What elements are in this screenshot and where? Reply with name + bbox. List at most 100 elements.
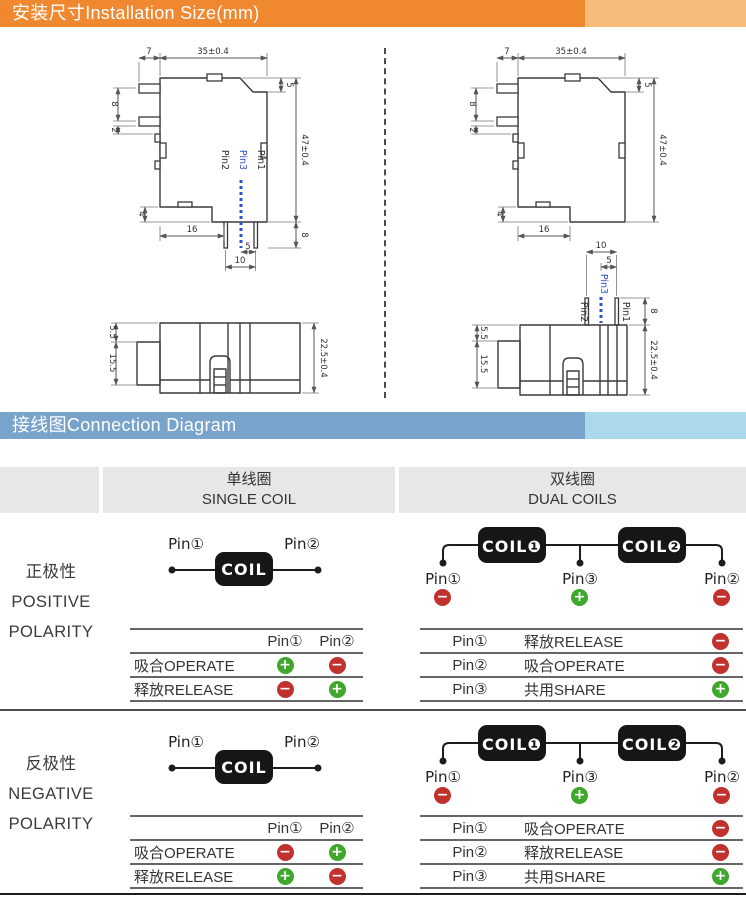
dual-coils-en: DUAL COILS [528,491,617,508]
sign-badge: − [712,657,729,674]
single-coil-diagram-positive: Pin① Pin② COIL [168,535,322,586]
coil2-block [618,725,686,761]
table-row: 吸合OPERATE − + [130,841,363,865]
negative-polarity-label: 反极性 NEGATIVE POLARITY [8,755,94,833]
sign-badge: − [712,820,729,837]
pin2-label: Pin2 [578,302,589,322]
relay-base-view-left-drawing: 5.5 15.5 22.5±0.4 [107,322,328,394]
sign-badge: − [276,844,294,861]
wire-dot-pin2 [718,757,726,765]
column-header-blank [0,467,99,513]
dual-pin3-label: Pin③ [562,570,598,588]
single-pin1-label: Pin① [168,535,204,553]
dim-16-label: 16 [539,225,550,235]
wire-dot-right [314,764,322,772]
single-coil-table-negative: Pin① Pin② 吸合OPERATE − + 释放RELEASE + − [130,815,363,889]
dimension-lines [472,249,650,396]
sign-badge: − [712,844,729,861]
coil1-label: COIL❶ [482,735,542,754]
wire-dot-pin3 [576,757,584,765]
dim-10-label: 10 [596,241,607,251]
dim-8-pin-label: 8 [299,232,309,237]
sign-badge: + [712,868,729,885]
wire-dot-pin1 [439,559,447,567]
sign-badge: + [276,657,294,674]
coil2-label: COIL❷ [622,735,682,754]
pin2-label: Pin2 [219,150,230,170]
installation-header-bar: 安装尺寸Installation Size(mm) [0,0,746,27]
col-pin1: Pin① [267,633,303,650]
relay-outline [136,322,301,394]
connection-header-bar: 接线图Connection Diagram [0,412,746,439]
dim-5p5-label: 5.5 [478,326,488,340]
table-row: Pin① 释放RELEASE − [420,630,743,654]
dim-5-top-label: 5 [284,82,294,87]
column-header-dual-coils: 双线圈 DUAL COILS [399,467,746,513]
sign-badge: − [328,657,346,674]
coil-label: COIL [221,560,267,579]
dual-pin1-label: Pin① [425,768,461,786]
dim-47-label: 47±0.4 [299,134,309,165]
positive-polarity-row: 正极性 POSITIVE POLARITY Pin① Pin② COIL Pin… [0,513,746,709]
sign-badge: + [276,868,294,885]
relay-base-view-right-drawing: 10 5 Pin3 Pin2 Pin1 8 5.5 15.5 22.5±0.4 [472,241,658,396]
section-divider [0,709,746,711]
dim-7-label: 7 [504,47,509,57]
dim-8-tabs-label: 8 [467,101,477,106]
table-row: 释放RELEASE + − [130,865,363,889]
dual-coil-table-negative: Pin① 吸合OPERATE − Pin② 释放RELEASE − Pin③ 共… [420,815,743,889]
dim-10-label: 10 [235,256,246,266]
sign-badge: − [328,868,346,885]
dual-pin2-label: Pin② [704,768,740,786]
dim-35-label: 35±0.4 [555,47,586,57]
dim-5-pin-label: 5 [606,256,611,266]
dimension-labels: 7 35±0.4 5 47±0.4 8 2 4 16 [467,47,667,235]
pin1-label: Pin1 [255,150,266,170]
dual-coil-table-positive: Pin① 释放RELEASE − Pin② 吸合OPERATE − Pin③ 共… [420,628,743,702]
dim-15p5-label: 15.5 [107,354,117,373]
pin3-sign-badge: + [571,787,588,804]
single-pin2-label: Pin② [284,733,320,751]
dim-5-top-label: 5 [642,82,652,87]
dim-5-pin-label: 5 [245,242,250,252]
single-coil-diagram-negative: Pin① Pin② COIL [168,733,322,784]
dim-2-label: 2 [467,127,477,132]
page-bottom-rule [0,893,746,895]
sign-badge: − [712,633,729,650]
single-pin1-label: Pin① [168,733,204,751]
relay-side-view-left-drawing: 7 35±0.4 5 47±0.4 8 2 4 16 5 10 8 Pin2 P… [109,47,309,271]
pin3-sign-badge: + [571,589,588,606]
wire-dot-pin2 [718,559,726,567]
pin3-label: Pin3 [237,150,248,170]
coil-block [215,750,273,784]
coil2-label: COIL❷ [622,537,682,556]
single-coil-table-positive: Pin① Pin② 吸合OPERATE + − 释放RELEASE − + [130,628,363,702]
dim-22p5-label: 22.5±0.4 [318,338,328,378]
connection-header-accent [585,412,746,439]
table-row: Pin② 吸合OPERATE − [420,654,743,678]
sign-badge: + [712,681,729,698]
dimension-lines [113,53,301,271]
sign-badge: + [328,844,346,861]
negative-polarity-row: 反极性 NEGATIVE POLARITY Pin① Pin② COIL Pin… [0,711,746,893]
col-pin2: Pin② [319,820,355,837]
col-pin1: Pin① [267,820,303,837]
dim-8-tabs-label: 8 [109,101,119,106]
wire-dot-left [168,566,176,574]
dual-pin2-label: Pin② [704,570,740,588]
sign-badge: − [276,681,294,698]
table-row: Pin② 释放RELEASE − [420,841,743,865]
table-row: Pin③ 共用SHARE + [420,678,743,702]
single-coil-zh: 单线圈 [226,471,272,488]
single-coil-en: SINGLE COIL [201,491,297,508]
coil2-block [618,527,686,563]
pin1-label: Pin1 [620,302,631,322]
relay-outline [496,73,626,223]
pin2-sign-badge: − [713,787,730,804]
dim-22p5-label: 22.5±0.4 [648,340,658,380]
dim-5p5-label: 5.5 [107,325,117,339]
relay-outline [138,73,268,249]
coil1-block [478,527,546,563]
dual-coil-diagram-positive: COIL❶ COIL❷ Pin① Pin③ Pin② [425,527,740,588]
dimension-labels: 10 5 Pin3 Pin2 Pin1 8 5.5 15.5 22.5±0.4 [478,241,658,380]
